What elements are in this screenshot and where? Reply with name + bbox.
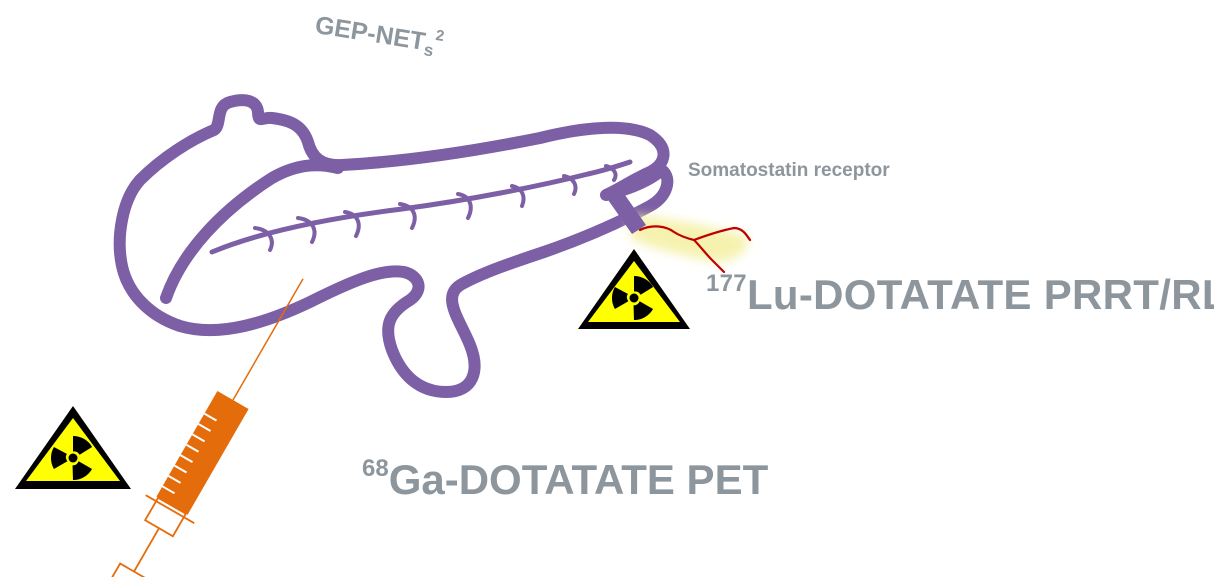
lutetium-therapy-label: 177Lu-DOTATATE PRRT/RLT	[706, 270, 1214, 319]
pancreas-icon	[120, 100, 668, 392]
title-subscript: s	[422, 40, 434, 60]
gallium-isotope-number: 68	[362, 455, 389, 482]
radiation-hazard-icon	[578, 249, 690, 329]
pancreas-inner-curve	[166, 165, 338, 298]
lutetium-isotope-number: 177	[706, 270, 747, 297]
lutetium-therapy-text: Lu-DOTATATE PRRT/RLT	[747, 271, 1214, 318]
gallium-imaging-text: Ga-DOTATATE PET	[389, 456, 769, 503]
somatostatin-receptor-icon	[606, 188, 748, 262]
gallium-imaging-label: 68Ga-DOTATATE PET	[362, 455, 768, 504]
radiation-hazard-icon	[15, 406, 131, 489]
receptor-label: Somatostatin receptor	[688, 160, 890, 182]
